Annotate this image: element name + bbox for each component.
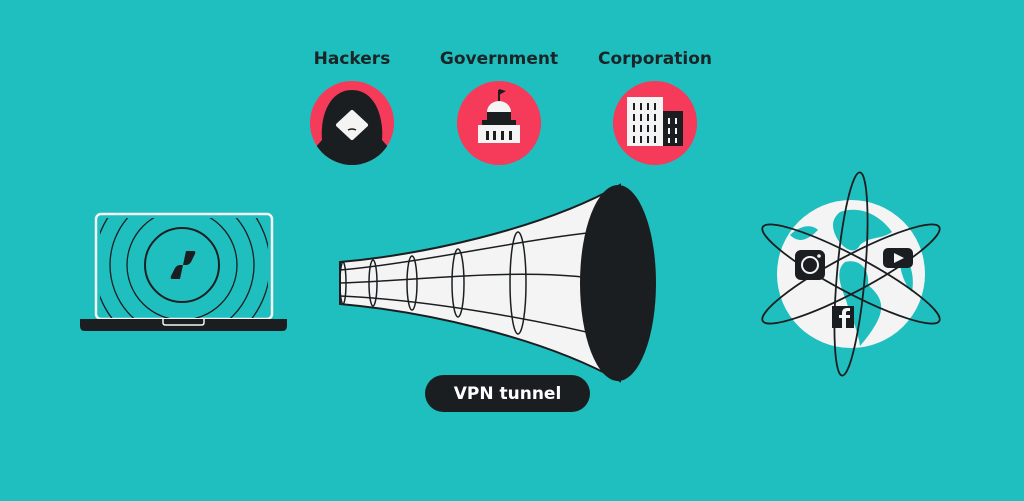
instagram-icon (795, 250, 825, 280)
globe-icon (761, 171, 941, 377)
threat-label-government: Government (439, 49, 559, 69)
threat-label-hackers: Hackers (313, 49, 391, 69)
office-building-icon (613, 81, 697, 165)
youtube-icon (883, 248, 913, 268)
threat-label-corporation: Corporation (598, 49, 712, 69)
facebook-icon (832, 306, 854, 328)
government-building-icon (457, 81, 541, 165)
hacker-icon (310, 81, 394, 165)
laptop-icon (80, 212, 287, 331)
surfshark-logo-icon (170, 251, 196, 279)
vpn-tunnel-label: VPN tunnel (425, 375, 590, 412)
vpn-tunnel-graphic (339, 183, 656, 383)
